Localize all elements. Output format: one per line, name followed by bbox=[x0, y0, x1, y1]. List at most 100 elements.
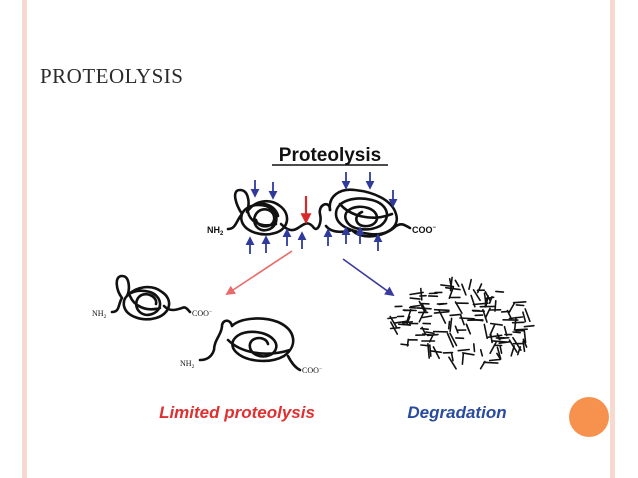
limited-proteolysis-arrow bbox=[225, 250, 293, 296]
top-right-domain bbox=[324, 188, 412, 238]
fragment1-n-terminus-label: NH2 bbox=[92, 309, 107, 320]
fragment2-c-terminus-label: COO− bbox=[302, 366, 322, 375]
peptide-fragment bbox=[483, 361, 499, 364]
peptide-fragment bbox=[449, 313, 462, 317]
peptide-fragment bbox=[454, 325, 459, 334]
peptide-fragment bbox=[512, 331, 522, 334]
top-n-terminus-label: NH2 bbox=[207, 225, 224, 237]
peptide-fragment bbox=[433, 308, 450, 312]
top-linker bbox=[279, 202, 332, 232]
fragment1-chain bbox=[110, 274, 192, 321]
peptide-fragment bbox=[489, 322, 504, 326]
peptide-fragment bbox=[499, 345, 503, 355]
peptide-fragment bbox=[448, 356, 457, 370]
peptide-fragment bbox=[421, 315, 433, 319]
peptide-fragment bbox=[468, 278, 473, 291]
peptide-fragment bbox=[488, 358, 502, 362]
peptide-fragment bbox=[389, 326, 401, 330]
peptide-fragment bbox=[457, 348, 471, 352]
fragment2-n-terminus-label: NH2 bbox=[180, 359, 195, 370]
peptide-fragment bbox=[406, 338, 410, 347]
slide-border-right bbox=[610, 0, 615, 478]
peptide-fragment bbox=[438, 302, 448, 306]
peptide-fragment bbox=[427, 342, 431, 359]
peptide-fragment bbox=[432, 346, 441, 360]
peptide-fragment bbox=[428, 344, 432, 358]
intact-protein: NH2 COO− bbox=[207, 172, 437, 254]
peptide-fragment bbox=[389, 315, 398, 328]
limited-product-fragment-1: NH2 COO− bbox=[92, 274, 212, 321]
peptide-fragment bbox=[426, 333, 439, 337]
peptide-fragment bbox=[508, 302, 516, 314]
peptide-fragment bbox=[406, 308, 412, 323]
peptide-fragment bbox=[397, 323, 411, 326]
peptide-fragment bbox=[489, 341, 497, 355]
peptide-fragment bbox=[472, 343, 476, 353]
peptide-fragment bbox=[418, 300, 425, 312]
peptide-fragment bbox=[449, 332, 458, 347]
peptide-fragment bbox=[394, 320, 408, 324]
peptide-fragment bbox=[409, 291, 424, 296]
peptide-fragment bbox=[485, 295, 489, 306]
peptide-fragment bbox=[513, 328, 529, 331]
peptide-fragment bbox=[461, 353, 465, 366]
peptide-fragment bbox=[491, 340, 508, 343]
fragment1-c-terminus-label: COO− bbox=[192, 309, 212, 318]
peptide-fragment bbox=[416, 307, 432, 310]
peptide-fragment bbox=[515, 304, 525, 307]
peptide-fragment bbox=[508, 339, 518, 353]
peptide-fragment bbox=[409, 297, 421, 300]
top-c-terminus-label: COO− bbox=[412, 225, 437, 235]
peptide-fragment bbox=[487, 334, 503, 339]
peptide-fragment bbox=[506, 309, 513, 321]
peptide-fragment bbox=[479, 348, 484, 357]
peptide-fragment bbox=[425, 331, 435, 335]
degradation-arrow bbox=[342, 258, 395, 297]
top-left-domain bbox=[226, 188, 289, 236]
peptide-fragment bbox=[513, 316, 517, 330]
peptide-fragment bbox=[450, 352, 454, 362]
peptide-fragment bbox=[494, 299, 497, 312]
peptide-fragment bbox=[459, 314, 465, 326]
peptide-fragment bbox=[516, 346, 522, 356]
peptide-fragment bbox=[495, 290, 505, 293]
peptide-fragment bbox=[419, 287, 423, 301]
peptide-fragment bbox=[523, 324, 535, 328]
limited-proteolysis-label: Limited proteolysis bbox=[159, 403, 315, 422]
peptide-fragment bbox=[433, 310, 450, 314]
peptide-fragment bbox=[461, 352, 475, 356]
decorative-orange-circle bbox=[569, 397, 609, 437]
peptide-fragment bbox=[503, 325, 508, 337]
peptide-fragment bbox=[479, 360, 486, 370]
degradation-fragments bbox=[387, 276, 535, 370]
peptide-fragment bbox=[449, 317, 453, 333]
peptide-fragment bbox=[522, 340, 526, 353]
peptide-fragment bbox=[510, 345, 516, 357]
peptide-fragment bbox=[524, 308, 531, 323]
peptide-fragment bbox=[454, 279, 460, 288]
peptide-fragment bbox=[444, 286, 461, 291]
peptide-fragment bbox=[447, 320, 451, 330]
limited-product-fragment-2: NH2 COO− bbox=[180, 317, 322, 375]
peptide-fragment bbox=[489, 333, 493, 344]
degradation-label: Degradation bbox=[407, 403, 506, 422]
peptide-fragment bbox=[522, 311, 527, 323]
peptide-fragment bbox=[459, 317, 475, 320]
peptide-fragment bbox=[496, 346, 502, 360]
peptide-fragment bbox=[446, 332, 455, 348]
peptide-fragment bbox=[465, 323, 472, 335]
peptide-fragment bbox=[489, 324, 496, 336]
peptide-fragment bbox=[484, 307, 491, 319]
slide-title: PROTEOLYSIS bbox=[40, 64, 184, 88]
peptide-fragment bbox=[512, 300, 527, 304]
fragment2-chain bbox=[198, 317, 302, 372]
peptide-fragment bbox=[461, 283, 467, 296]
peptide-fragment bbox=[409, 304, 421, 308]
peptide-fragment bbox=[387, 316, 398, 320]
slide-border-left bbox=[22, 0, 27, 478]
peptide-fragment bbox=[449, 276, 453, 292]
diagram-heading: Proteolysis bbox=[279, 145, 381, 166]
peptide-fragment bbox=[522, 338, 528, 348]
